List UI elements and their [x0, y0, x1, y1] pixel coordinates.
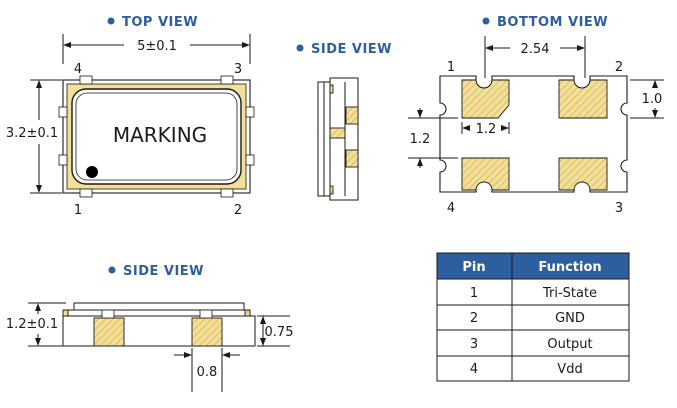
side-view-bullet-icon	[108, 266, 116, 274]
top-view-header: TOP VIEW	[122, 15, 198, 30]
bottom-pin-label: 1	[447, 60, 455, 75]
table-cell-function: Vdd	[557, 362, 582, 377]
top-view: TOP VIEW 5±0.1 3.2±0.1 MARKING	[6, 15, 255, 218]
side-pad-height-dim: 0.75	[265, 325, 294, 340]
top-pin-label: 4	[74, 62, 82, 77]
side-view-bottom: SIDE VIEW 1.2±0.1 0.75 0.8	[6, 264, 294, 392]
pin1-dot-icon	[86, 166, 98, 178]
bottom-view-header: BOTTOM VIEW	[497, 15, 608, 30]
bottom-pin-label: 2	[615, 60, 623, 75]
bottom-pad-width-dim: 1.2	[476, 122, 497, 137]
bottom-view: BOTTOM VIEW 2.54 1.0 1.2	[408, 15, 664, 216]
top-view-height-dim: 3.2±0.1	[6, 126, 58, 141]
table-cell-function: GND	[555, 311, 585, 326]
top-pin-label: 3	[234, 62, 242, 77]
top-view-width-dim: 5±0.1	[137, 39, 177, 54]
table-header-pin: Pin	[462, 260, 485, 275]
pin-function-table: Pin Function 1 Tri-State 2 GND 3 Output …	[436, 252, 630, 382]
table-cell-pin: 1	[470, 286, 478, 301]
bottom-view-bullet-icon	[482, 17, 490, 25]
bottom-pin-label: 4	[447, 201, 455, 216]
side-height-dim: 1.2±0.1	[6, 317, 58, 332]
top-view-bullet-icon	[107, 17, 115, 25]
top-pin-label: 1	[74, 203, 82, 218]
bottom-pad-height-dim: 1.0	[642, 92, 663, 107]
side-view-bottom-header: SIDE VIEW	[123, 264, 204, 279]
side-pad-width-dim: 0.8	[197, 365, 218, 380]
table-cell-function: Tri-State	[542, 286, 597, 301]
table-cell-pin: 4	[470, 362, 478, 377]
table-cell-pin: 2	[470, 311, 478, 326]
bottom-pin-label: 3	[615, 201, 623, 216]
bottom-pitch-dim: 2.54	[521, 42, 550, 57]
side-view-right-header: SIDE VIEW	[311, 42, 392, 57]
side-view-right: SIDE VIEW	[296, 42, 392, 201]
table-cell-pin: 3	[470, 337, 478, 352]
side-view-bullet-icon	[296, 44, 304, 52]
top-pin-label: 2	[234, 203, 242, 218]
table-header-function: Function	[538, 260, 601, 275]
marking-text: MARKING	[113, 123, 207, 147]
table-cell-function: Output	[547, 337, 592, 352]
bottom-pad-vertical-dim: 1.2	[410, 132, 431, 147]
